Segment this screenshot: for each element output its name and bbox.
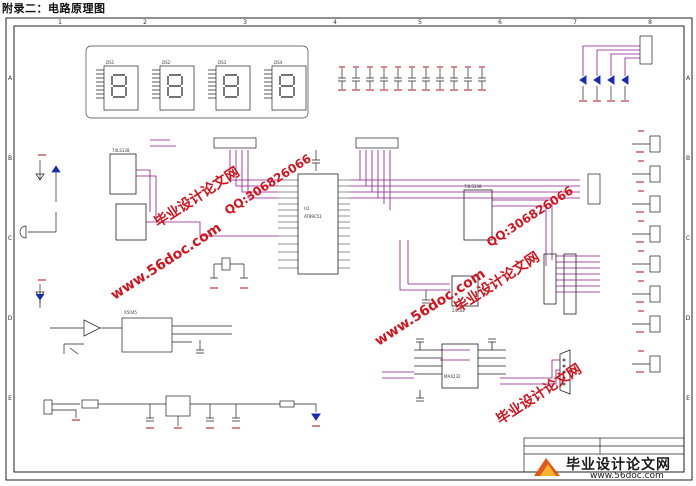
row-label-C: C	[8, 235, 12, 242]
col-label-1: 1	[58, 19, 62, 26]
mcu-part: AT89C51	[304, 214, 322, 219]
row-label-B: B	[8, 155, 12, 162]
mcu-chip	[297, 173, 339, 275]
led-array	[579, 75, 629, 85]
decoder-chip-right	[463, 189, 493, 241]
eeprom-label: 24C02	[452, 308, 465, 313]
footer-brand: 毕业设计论文网	[566, 457, 671, 473]
svg-text:D: D	[686, 315, 691, 322]
appendix-heading: 附录二：电路原理图	[2, 2, 106, 15]
logo-mark-icon	[534, 458, 560, 476]
right-chip-label: 74LS138	[464, 184, 482, 189]
col-label-2: 2	[143, 19, 147, 26]
watchdog-label: X5045	[124, 310, 137, 315]
col-label-5: 5	[418, 19, 422, 26]
digit-label-4: DS4	[274, 60, 283, 65]
svg-text:A: A	[686, 75, 691, 82]
title-block	[523, 437, 685, 473]
row-label-D: D	[8, 315, 13, 322]
col-label-8: 8	[648, 19, 652, 26]
led-connector	[582, 35, 653, 100]
footer-url: www.56doc.com	[590, 471, 664, 481]
power-supply	[43, 395, 317, 426]
reset-circuit	[50, 317, 232, 355]
row-label-A: A	[8, 75, 13, 82]
pin-headers	[213, 137, 601, 205]
serial-chip-label: MAX232	[444, 374, 461, 379]
digit-display-4	[271, 65, 307, 111]
serial-chip	[414, 338, 506, 402]
crystal-oscillator	[210, 257, 248, 279]
digit-label-1: DS1	[106, 60, 115, 65]
db9-connector	[559, 349, 571, 395]
mcu-capacitors	[312, 150, 430, 304]
keyboard-interface-chip	[543, 253, 577, 315]
digit-display-3	[215, 65, 251, 111]
frame-column-labels: 1 2 3 4 5 6 7 8	[58, 19, 652, 26]
decoder-chip-left	[109, 153, 147, 241]
bus-wires	[136, 139, 600, 385]
svg-text:C: C	[686, 235, 690, 242]
display-labels: DS1 DS2 DS3 DS4	[106, 60, 283, 65]
left-circuits	[19, 160, 61, 308]
col-label-4: 4	[333, 19, 337, 26]
seven-segment-displays	[85, 45, 309, 119]
digit-label-2: DS2	[162, 60, 171, 65]
drawing-frame	[5, 17, 693, 481]
key-buttons	[632, 135, 661, 373]
digit-display-2	[159, 65, 195, 111]
col-label-3: 3	[243, 19, 247, 26]
left-chip-label: 74LS138	[112, 148, 130, 153]
capacitor-row-top	[338, 68, 486, 89]
col-label-6: 6	[498, 19, 502, 26]
led-wiring	[582, 45, 640, 76]
digit-label-3: DS3	[218, 60, 227, 65]
mcu-label: U1	[304, 206, 310, 211]
frame-row-labels: A B C D E A B C D E	[8, 75, 691, 402]
digit-display-1	[103, 65, 139, 111]
eeprom-chip	[451, 275, 479, 307]
svg-text:E: E	[686, 395, 690, 402]
row-label-E: E	[8, 395, 12, 402]
footer-logo: 毕业设计论文网 www.56doc.com	[532, 452, 692, 484]
col-label-7: 7	[573, 19, 577, 26]
svg-text:B: B	[686, 155, 690, 162]
